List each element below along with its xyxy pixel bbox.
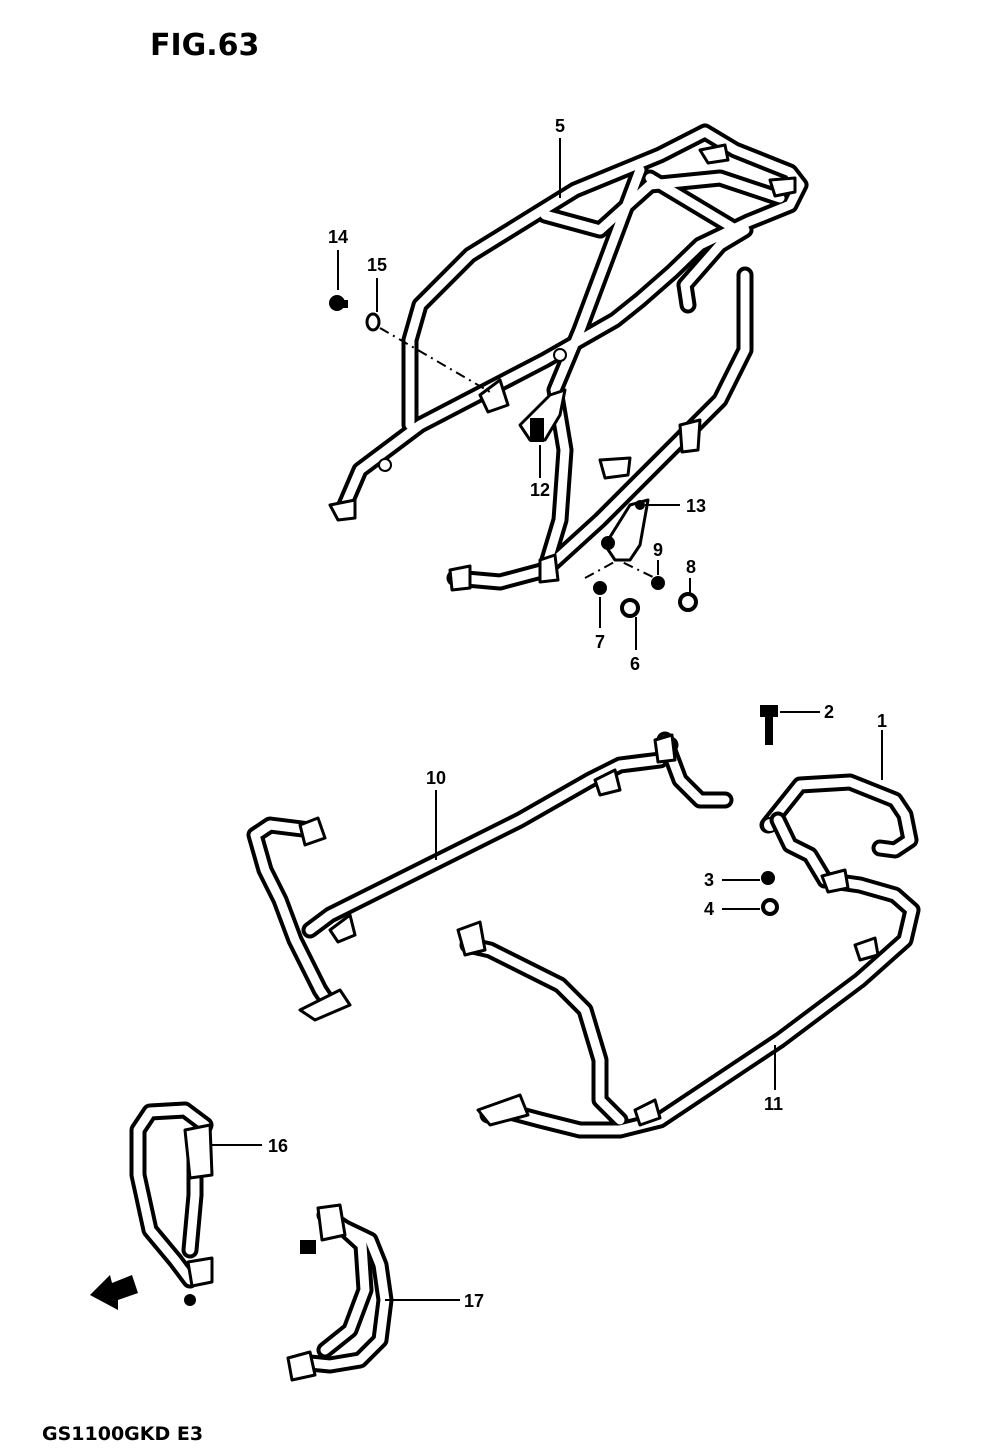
callout-17: 17 (464, 1291, 484, 1311)
part-2-bolt[interactable] (760, 705, 778, 745)
part-5-rear-carrier-frame[interactable] (328, 123, 809, 592)
callout-1: 1 (877, 711, 887, 731)
callout-14: 14 (328, 227, 348, 247)
part-9-nut[interactable] (651, 576, 665, 590)
part-10-guard-frame[interactable] (246, 731, 734, 1022)
callout-3: 3 (704, 870, 714, 890)
callout-13: 13 (686, 496, 706, 516)
callout-4: 4 (704, 899, 714, 919)
part-6-bolt[interactable] (620, 598, 640, 618)
part-8-bolt[interactable] (678, 592, 698, 612)
part-11-side-guard-frame[interactable] (456, 811, 921, 1139)
callout-7: 7 (595, 632, 605, 652)
callout-9: 9 (653, 540, 663, 560)
part-12-bracket[interactable] (518, 388, 567, 442)
callout-2: 2 (824, 702, 834, 722)
model-code: GS1100GKD E3 (42, 1423, 203, 1445)
front-direction-arrow-icon (90, 1275, 138, 1310)
callout-12: 12 (530, 480, 550, 500)
callout-6: 6 (630, 654, 640, 674)
part-13-bracket[interactable] (601, 498, 650, 562)
callout-11: 11 (764, 1094, 783, 1114)
part-17-guard-bar[interactable] (286, 1203, 394, 1382)
part-4-washer[interactable] (761, 898, 779, 916)
callout-8: 8 (686, 557, 696, 577)
callout-5: 5 (555, 116, 565, 136)
callout-10: 10 (426, 768, 446, 788)
part-14-bolt[interactable] (329, 295, 348, 311)
part-15-washer[interactable] (365, 312, 381, 332)
figure-title: FIG.63 (150, 28, 259, 63)
part-3-nut[interactable] (761, 871, 775, 885)
part-16-guard-bar[interactable] (129, 1101, 214, 1306)
callout-16: 16 (268, 1136, 288, 1156)
callout-15: 15 (367, 255, 387, 275)
part-7-nut[interactable] (593, 581, 607, 595)
